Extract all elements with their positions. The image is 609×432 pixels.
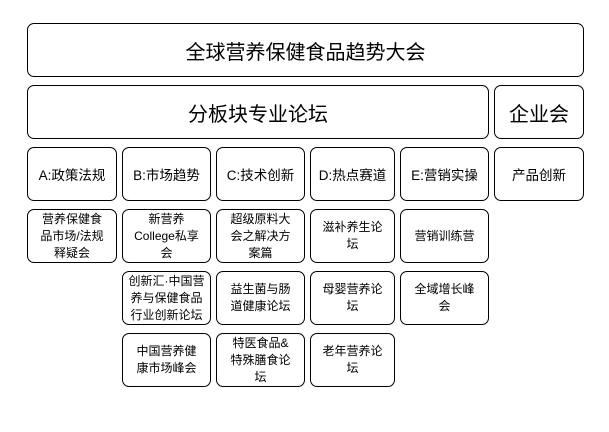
track-product-innovation-box: 产品创新	[494, 147, 584, 201]
session-box: 老年营养论 坛	[310, 333, 395, 387]
track-d-hotspot-box: D:热点赛道	[310, 147, 395, 201]
session-box: 全域增长峰 会	[400, 271, 489, 325]
session-box: 新营养 College私享 会	[122, 209, 211, 263]
session-box: 营销训练营	[400, 209, 489, 263]
session-box: 创新汇·中国营 养与保健食品 行业创新论坛	[122, 271, 211, 325]
session-box: 益生菌与肠 道健康论坛	[216, 271, 305, 325]
session-box: 特医食品& 特殊膳食论 坛	[216, 333, 305, 387]
session-box: 母婴营养论 坛	[310, 271, 395, 325]
session-box: 滋补养生论 坛	[310, 209, 395, 263]
forum-header-box: 分板块专业论坛	[27, 85, 489, 139]
track-b-market-box: B:市场趋势	[122, 147, 211, 201]
track-e-marketing-box: E:营销实操	[400, 147, 489, 201]
conference-title-box: 全球营养保健食品趋势大会	[27, 23, 584, 77]
enterprise-meeting-box: 企业会	[494, 85, 584, 139]
track-c-technology-box: C:技术创新	[216, 147, 305, 201]
conference-structure-diagram: 全球营养保健食品趋势大会 分板块专业论坛 企业会 A:政策法规 B:市场趋势 C…	[27, 23, 584, 387]
session-box: 超级原料大 会之解决方 案篇	[216, 209, 305, 263]
track-a-policy-box: A:政策法规	[27, 147, 117, 201]
session-box: 中国营养健 康市场峰会	[122, 333, 211, 387]
session-box: 营养保健食 品市场/法规 释疑会	[27, 209, 117, 263]
